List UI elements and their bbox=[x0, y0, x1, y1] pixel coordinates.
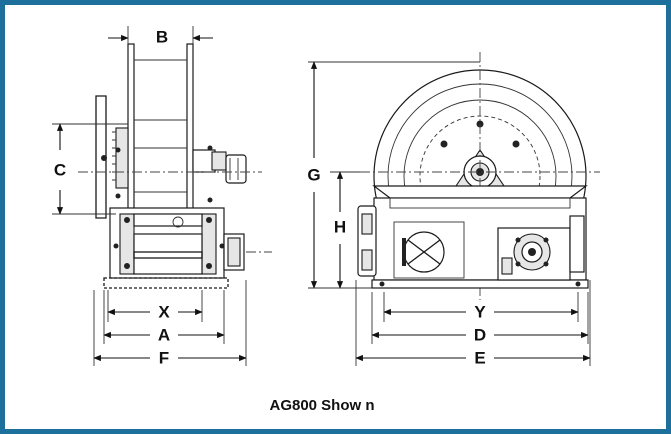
dimension-label-d: D bbox=[474, 325, 486, 344]
dimension-label-b: B bbox=[156, 27, 168, 46]
side-view bbox=[52, 26, 272, 366]
dimension-label-g: G bbox=[307, 165, 320, 184]
dimension-label-x: X bbox=[158, 302, 170, 321]
dimension-label-c: C bbox=[54, 160, 66, 179]
dimension-label-a: A bbox=[158, 325, 170, 344]
dimension-label-y: Y bbox=[474, 302, 486, 321]
side-dimensions bbox=[56, 34, 247, 362]
dimension-label-h: H bbox=[334, 217, 346, 236]
dimension-label-e: E bbox=[474, 348, 485, 367]
figure-caption: AG800 Show n bbox=[269, 397, 374, 414]
front-dimensions bbox=[310, 61, 591, 362]
front-view bbox=[308, 52, 600, 366]
dimension-label-f: F bbox=[159, 348, 169, 367]
